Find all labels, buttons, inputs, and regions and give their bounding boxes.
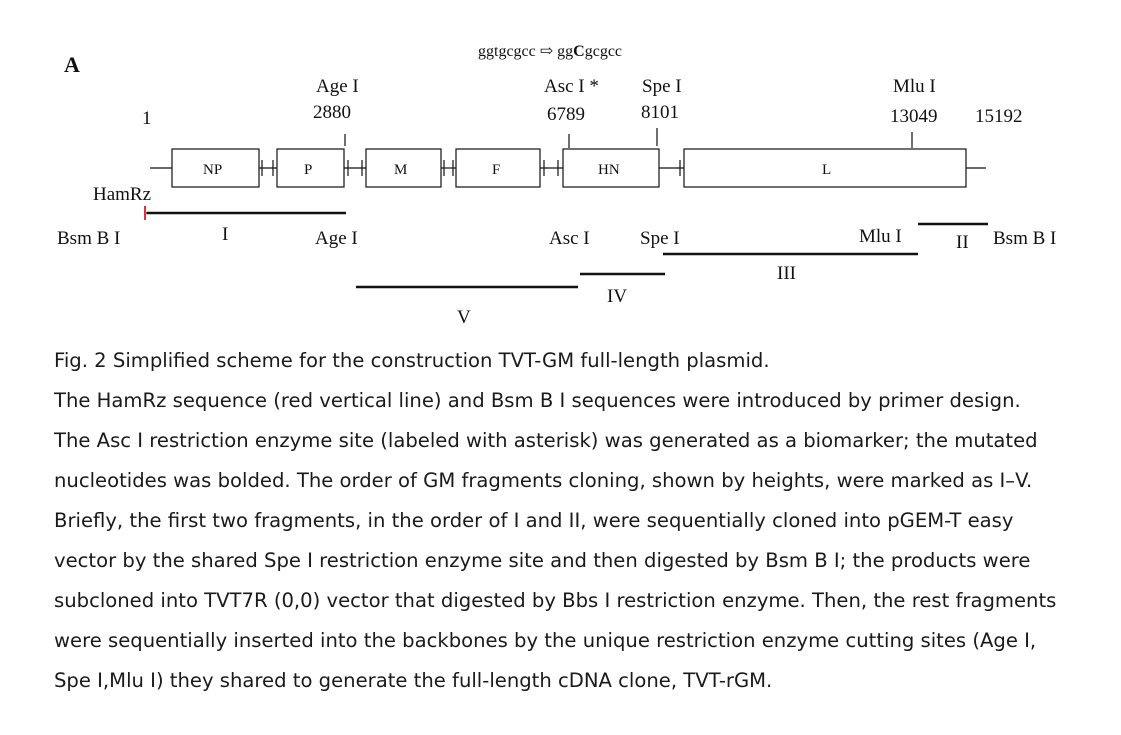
bsm-right-label: Bsm B I — [993, 228, 1056, 249]
end-position: 15192 — [975, 106, 1023, 127]
bsm-left-label: Bsm B I — [57, 228, 120, 249]
asc-site-position: 6789 — [547, 104, 585, 125]
hamrz-label: HamRz — [93, 184, 151, 205]
gene-label-np: NP — [203, 162, 222, 178]
panel-label: A — [64, 52, 80, 77]
fragment-iv-label: IV — [607, 286, 627, 307]
mutated-prefix: gg — [557, 43, 573, 60]
gene-box-np — [171, 148, 260, 188]
mutated-suffix: gcgcc — [585, 43, 622, 60]
gene-label-m: M — [394, 162, 407, 178]
mlu-site-name: Mlu I — [893, 76, 936, 97]
caption-line: Briefly, the first two fragments, in the… — [54, 509, 1014, 532]
mutated-base: C — [573, 43, 585, 60]
gene-label-hn: HN — [598, 162, 620, 178]
caption-line: Fig. 2 Simplified scheme for the constru… — [54, 349, 770, 372]
fragment-lines — [147, 211, 988, 289]
spe-site-position: 8101 — [641, 102, 679, 123]
caption-line: nucleotides was bolded. The order of GM … — [54, 469, 1033, 492]
fragment-ii-label: II — [956, 232, 969, 253]
caption-line: The HamRz sequence (red vertical line) a… — [54, 389, 1021, 412]
caption-line: were sequentially inserted into the back… — [54, 629, 1037, 652]
fragment-iii-label: III — [777, 263, 796, 284]
gene-label-l: L — [822, 162, 831, 178]
age-site-position: 2880 — [313, 102, 351, 123]
gene-label-f: F — [492, 162, 500, 178]
mutation-sequence: ggtgcgcc⇨ggCgcgcc — [478, 43, 622, 60]
gene-box-l — [683, 148, 967, 188]
genome-map — [150, 148, 986, 188]
spe-site-name: Spe I — [642, 76, 682, 97]
mlu-site-position: 13049 — [890, 106, 938, 127]
mlu-bottom-label: Mlu I — [859, 226, 902, 247]
caption-line: vector by the shared Spe I restriction e… — [54, 549, 1031, 572]
gene-box-p — [276, 148, 345, 188]
spe-bottom-label: Spe I — [640, 228, 680, 249]
fragment-i-label: I — [222, 224, 228, 245]
age-site-name: Age I — [316, 76, 359, 97]
caption-line: The Asc I restriction enzyme site (label… — [54, 429, 1038, 452]
mutation-arrow: ⇨ — [540, 43, 553, 60]
caption-line: Spe I,Mlu I) they shared to generate the… — [54, 669, 773, 692]
start-position: 1 — [142, 108, 152, 129]
asc-bottom-label: Asc I — [549, 228, 590, 249]
caption-line: subcloned into TVT7R (0,0) vector that d… — [54, 589, 1057, 612]
age-bottom-label: Age I — [315, 228, 358, 249]
asc-site-name: Asc I * — [544, 76, 599, 97]
fragment-v-label: V — [457, 307, 471, 328]
figure-caption: Fig. 2 Simplified scheme for the constru… — [54, 341, 1094, 701]
gene-label-p: P — [304, 162, 312, 178]
original-sequence: ggtgcgcc — [478, 43, 536, 60]
plasmid-construction-diagram: A ggtgcgcc⇨ggCgcgcc 1 Age I 2880 Asc I *… — [57, 43, 1056, 328]
site-ticks — [344, 128, 913, 148]
